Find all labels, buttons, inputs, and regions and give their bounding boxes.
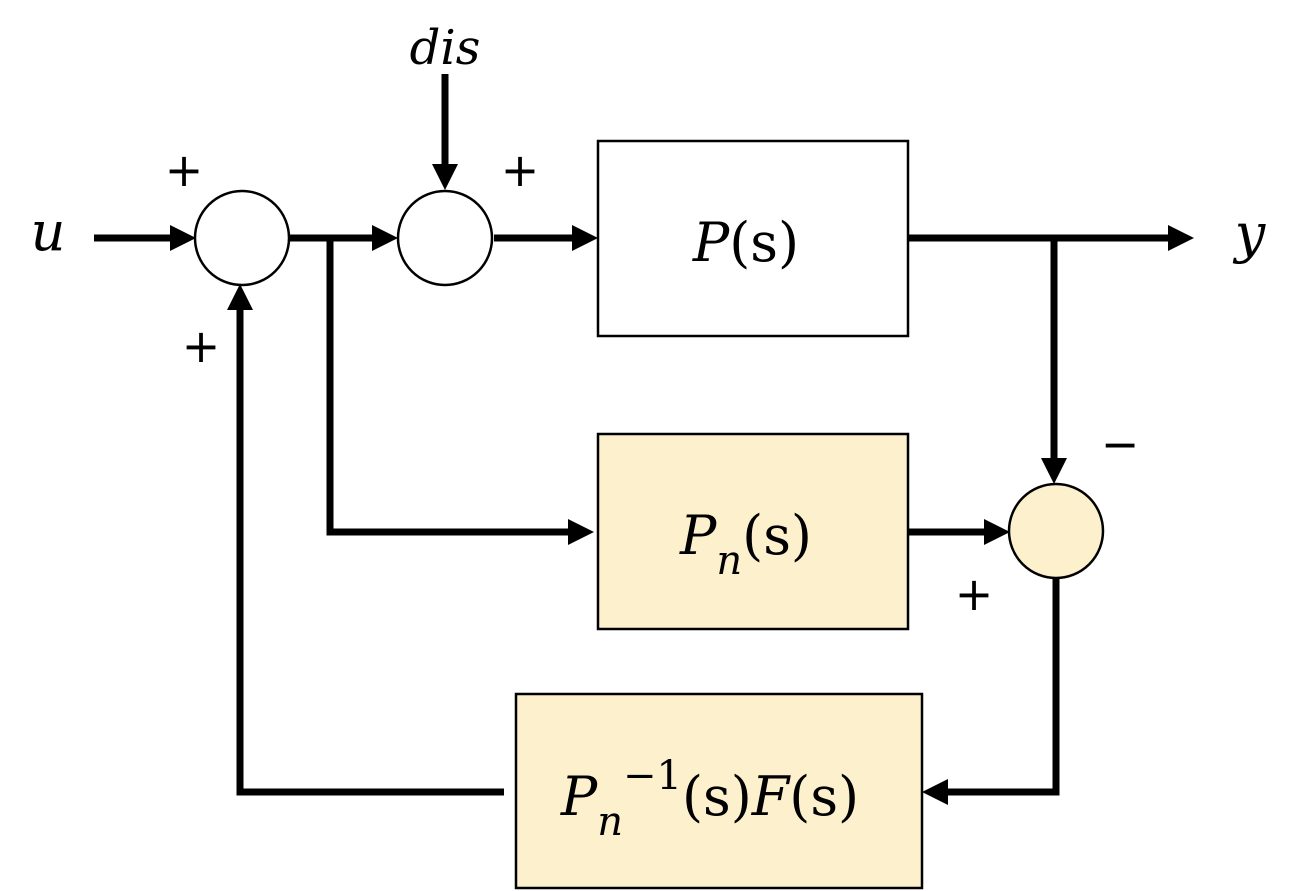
inverse-filter-label-sup: −1 (623, 753, 682, 799)
arrow-into-sum2 (372, 225, 398, 251)
inverse-filter-label-sub: n (597, 799, 623, 845)
arrow-into-sum1 (170, 225, 196, 251)
inverse-filter-block (514, 692, 924, 890)
arrow-feedback-into-sum1 (227, 284, 253, 310)
arrow-dis-into-sum2 (432, 164, 458, 190)
plant-block (596, 139, 910, 338)
sign-sum3-plant: − (1101, 417, 1140, 471)
sign-sum1-feedback: + (182, 319, 221, 373)
wire-filter-to-sum1 (236, 308, 504, 796)
nominal-model-block (596, 432, 910, 631)
nominal-model-label-arg: (s) (742, 504, 812, 567)
summing-junction-2 (396, 189, 494, 287)
arrow-into-sum3-left (984, 519, 1010, 545)
nominal-model-label: Pn(s) (679, 504, 812, 584)
output-signal-y: y (1233, 202, 1267, 265)
inverse-filter-label: Pn−1(s)F(s) (560, 753, 859, 845)
arrow-output-y (1168, 225, 1194, 251)
plant-label-base: P (692, 211, 731, 274)
plant-label: P(s) (692, 211, 799, 274)
disturbance-signal-dis: dis (410, 20, 481, 76)
sign-sum3-model: + (955, 567, 994, 621)
wire-sum3-to-filter (948, 578, 1060, 796)
sign-sum2-output: + (501, 143, 540, 197)
inverse-filter-label-filter: F (751, 765, 792, 828)
summing-junction-1 (193, 189, 291, 287)
sign-sum1-input: + (165, 143, 204, 197)
input-signal-u: u (31, 200, 66, 263)
arrow-into-plant (572, 225, 598, 251)
plant-label-arg: (s) (729, 211, 799, 274)
wire-branch-to-model (326, 238, 568, 536)
arrow-into-model (568, 519, 594, 545)
summing-junction-3 (1007, 482, 1105, 580)
nominal-model-label-base: P (679, 504, 718, 567)
nominal-model-label-sub: n (716, 538, 742, 584)
arrow-into-filter (922, 779, 948, 805)
inverse-filter-label-base: P (560, 765, 599, 828)
inverse-filter-label-arg2: (s) (789, 765, 859, 828)
inverse-filter-label-arg1: (s) (682, 765, 752, 828)
arrow-into-sum3-top (1041, 458, 1067, 484)
